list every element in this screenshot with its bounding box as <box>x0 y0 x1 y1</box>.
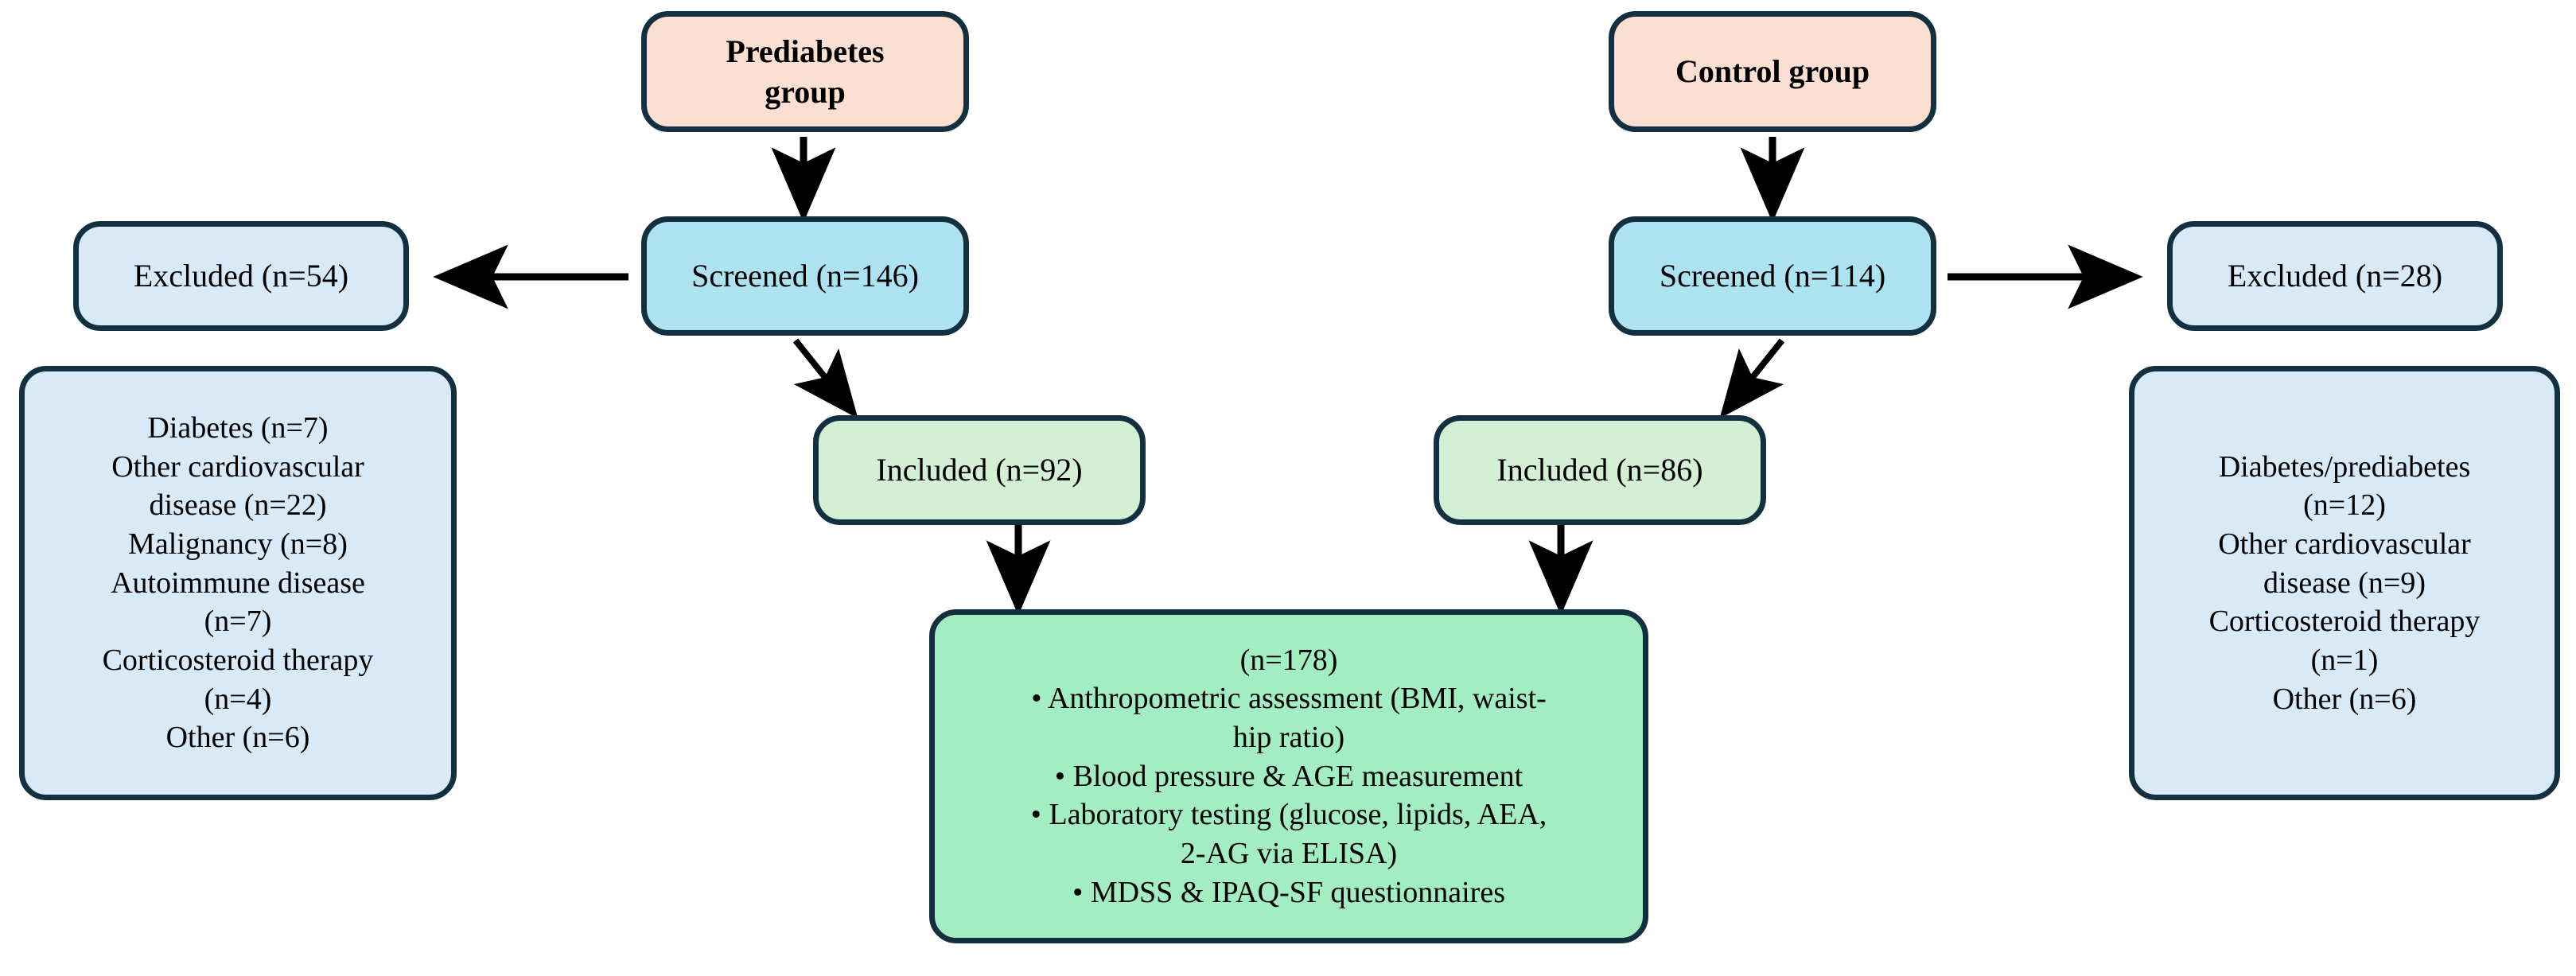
prediabetes-group-line2: group <box>765 74 846 110</box>
reason-line: Autoimmune disease <box>111 566 365 600</box>
control-screened-box[interactable]: Screened (n=114) <box>1609 216 1936 336</box>
assessment-item: • Laboratory testing (glucose, lipids, A… <box>1030 798 1547 832</box>
prediabetes-screened-box[interactable]: Screened (n=146) <box>641 216 969 336</box>
assessment-item: 2-AG via ELISA) <box>1180 836 1398 870</box>
prediabetes-exclusion-reasons-box[interactable]: Diabetes (n=7) Other cardiovascular dise… <box>19 366 457 800</box>
reason-line: (n=4) <box>204 682 272 716</box>
prediabetes-group-line1: Prediabetes <box>726 33 885 69</box>
reason-line: (n=7) <box>204 605 272 639</box>
reason-line: (n=1) <box>2310 643 2379 677</box>
arrow-screened-to-included-left <box>792 338 858 419</box>
prediabetes-exclusion-reasons-list: Diabetes (n=7) Other cardiovascular dise… <box>25 409 451 757</box>
reason-line: Other cardiovascular <box>2218 527 2471 562</box>
assessment-item: • Anthropometric assessment (BMI, waist- <box>1031 682 1547 716</box>
reason-line: (n=12) <box>2303 488 2386 523</box>
control-included-box[interactable]: Included (n=86) <box>1434 415 1766 525</box>
control-excluded-label: Excluded (n=28) <box>2227 258 2443 294</box>
prediabetes-excluded-box[interactable]: Excluded (n=54) <box>73 221 409 331</box>
control-exclusion-reasons-list: Diabetes/prediabetes (n=12) Other cardio… <box>2134 448 2555 718</box>
control-screened-label: Screened (n=114) <box>1659 258 1886 294</box>
reason-line: Corticosteroid therapy <box>102 643 374 677</box>
reason-line: Corticosteroid therapy <box>2208 605 2481 639</box>
prediabetes-group-box[interactable]: Prediabetes group <box>641 11 969 132</box>
reason-line: Diabetes (n=7) <box>147 411 329 445</box>
reason-line: disease (n=9) <box>2263 566 2426 600</box>
prediabetes-included-box[interactable]: Included (n=92) <box>813 415 1146 525</box>
reason-line: disease (n=22) <box>149 488 327 523</box>
reason-line: Diabetes/prediabetes <box>2218 449 2471 484</box>
assessment-content: (n=178) • Anthropometric assessment (BMI… <box>935 641 1643 912</box>
control-group-box[interactable]: Control group <box>1609 11 1936 132</box>
control-exclusion-reasons-box[interactable]: Diabetes/prediabetes (n=12) Other cardio… <box>2129 366 2560 800</box>
prediabetes-screened-label: Screened (n=146) <box>691 258 919 294</box>
assessment-box[interactable]: (n=178) • Anthropometric assessment (BMI… <box>929 609 1648 943</box>
control-group-label: Control group <box>1675 53 1870 90</box>
arrow-screened-to-included-right <box>1719 338 1785 419</box>
reason-line: Other (n=6) <box>2272 682 2417 716</box>
control-excluded-box[interactable]: Excluded (n=28) <box>2167 221 2503 331</box>
assessment-count: (n=178) <box>1239 643 1338 677</box>
prediabetes-included-label: Included (n=92) <box>876 452 1083 488</box>
reason-line: Other cardiovascular <box>111 449 364 484</box>
assessment-item: • Blood pressure & AGE measurement <box>1054 759 1523 793</box>
reason-line: Other (n=6) <box>165 721 310 755</box>
assessment-item: • MDSS & IPAQ-SF questionnaires <box>1072 875 1505 909</box>
assessment-item: hip ratio) <box>1232 721 1345 755</box>
reason-line: Malignancy (n=8) <box>128 527 348 562</box>
prediabetes-excluded-label: Excluded (n=54) <box>133 258 349 294</box>
control-included-label: Included (n=86) <box>1496 452 1703 488</box>
prediabetes-group-label: Prediabetes group <box>647 31 963 112</box>
